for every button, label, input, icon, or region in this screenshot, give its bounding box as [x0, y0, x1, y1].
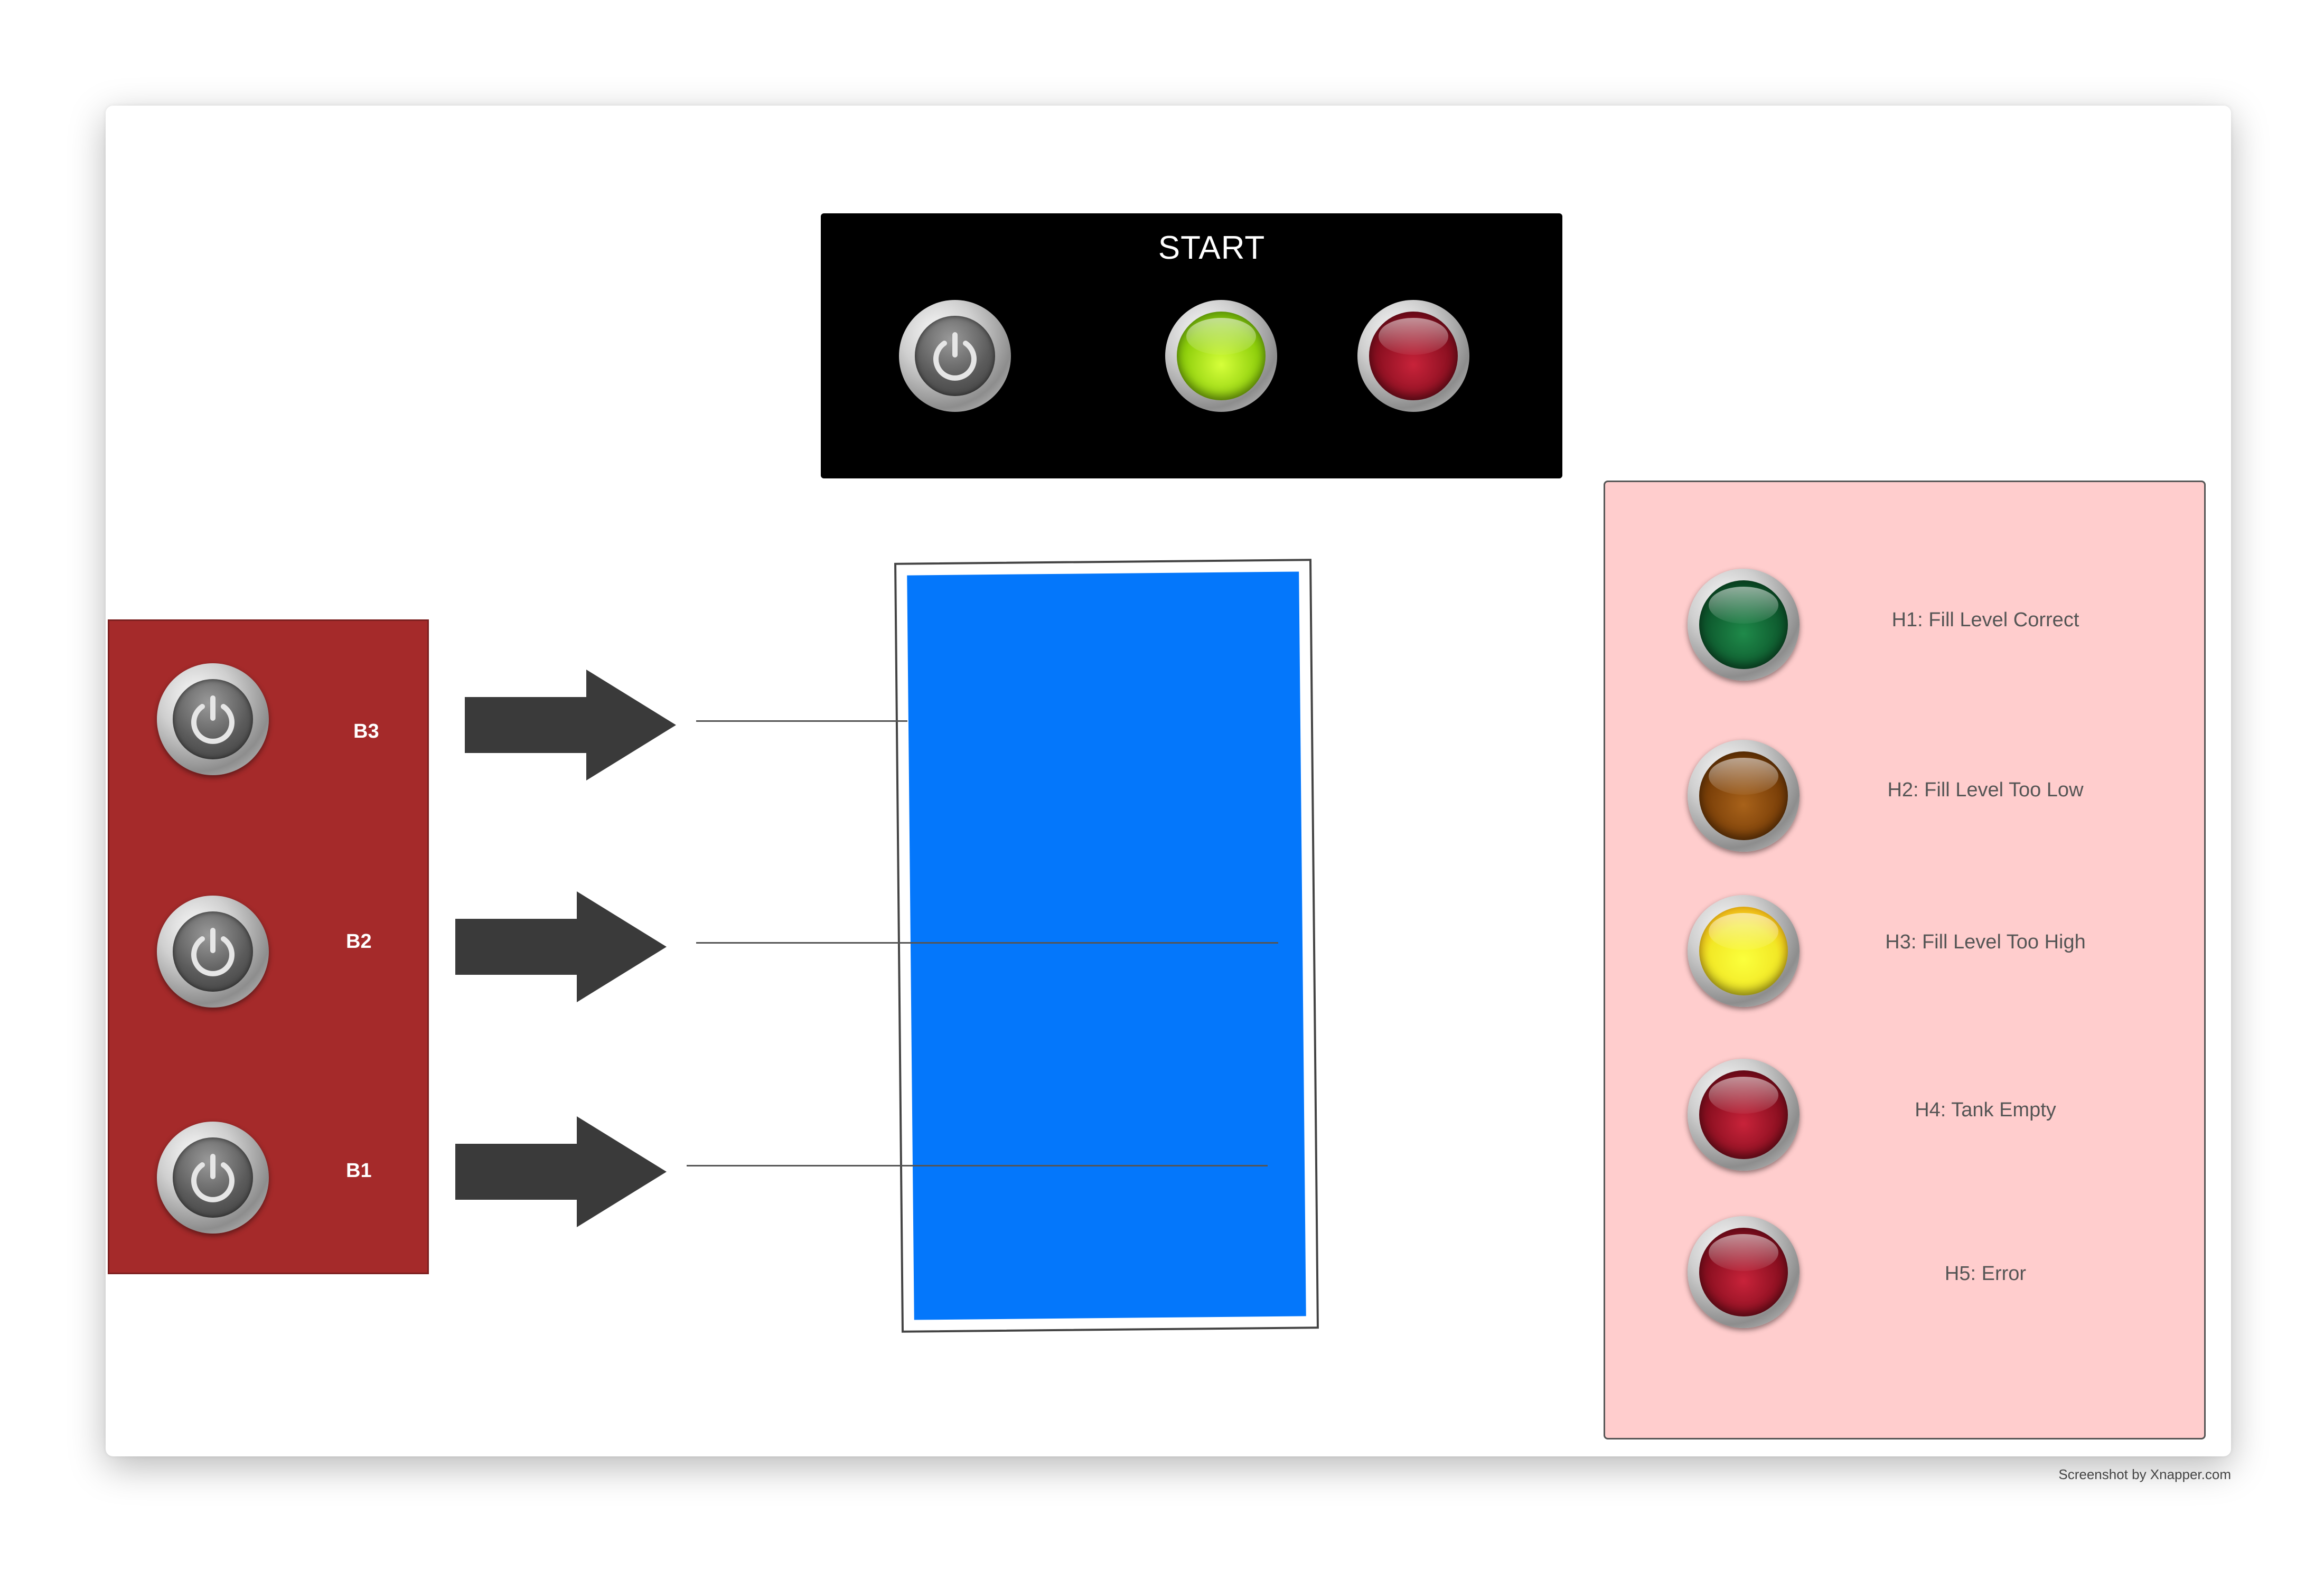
status-label-h1: H1: Fill Level Correct [1891, 609, 2079, 631]
sensor-b1-button[interactable] [157, 1122, 269, 1234]
arrow-right-icon [455, 1116, 667, 1227]
status-lamp-h2 [1688, 740, 1800, 852]
start-panel: START [821, 213, 1562, 478]
status-lamp-h5 [1688, 1216, 1800, 1328]
sensor-panel: B3 B2 B1 [108, 619, 429, 1274]
app-window: START B3 [106, 106, 2231, 1456]
watermark: Screenshot by Xnapper.com [2058, 1466, 2231, 1482]
power-icon [191, 695, 235, 744]
status-lamp-h3 [1688, 895, 1800, 1007]
start-red-lamp [1357, 300, 1469, 412]
sensor-line-b3 [696, 720, 907, 722]
sensor-label-b1: B1 [346, 1160, 372, 1182]
status-label-h3: H3: Fill Level Too High [1885, 931, 2086, 953]
sensor-line-b1 [687, 1165, 1268, 1166]
arrow-right-icon [465, 670, 676, 780]
start-green-lamp [1165, 300, 1277, 412]
status-panel: H1: Fill Level Correct H2: Fill Level To… [1604, 481, 2206, 1439]
status-label-h4: H4: Tank Empty [1915, 1099, 2056, 1121]
sensor-label-b2: B2 [346, 930, 372, 953]
tank-fill [907, 571, 1306, 1320]
power-icon [191, 928, 235, 976]
start-title: START [1158, 230, 1266, 266]
status-label-h2: H2: Fill Level Too Low [1887, 779, 2084, 801]
power-icon [191, 1154, 235, 1202]
tank [894, 559, 1319, 1333]
status-lamp-h1 [1688, 569, 1800, 681]
sensor-b2-button[interactable] [157, 896, 269, 1008]
power-icon [933, 332, 977, 381]
status-lamp-h4 [1688, 1059, 1800, 1171]
arrow-right-icon [455, 891, 667, 1002]
sensor-line-b2 [696, 942, 1278, 944]
sensor-b3-button[interactable] [157, 663, 269, 775]
status-label-h5: H5: Error [1944, 1263, 2027, 1285]
sensor-label-b3: B3 [353, 720, 379, 742]
start-power-button[interactable] [899, 300, 1011, 412]
